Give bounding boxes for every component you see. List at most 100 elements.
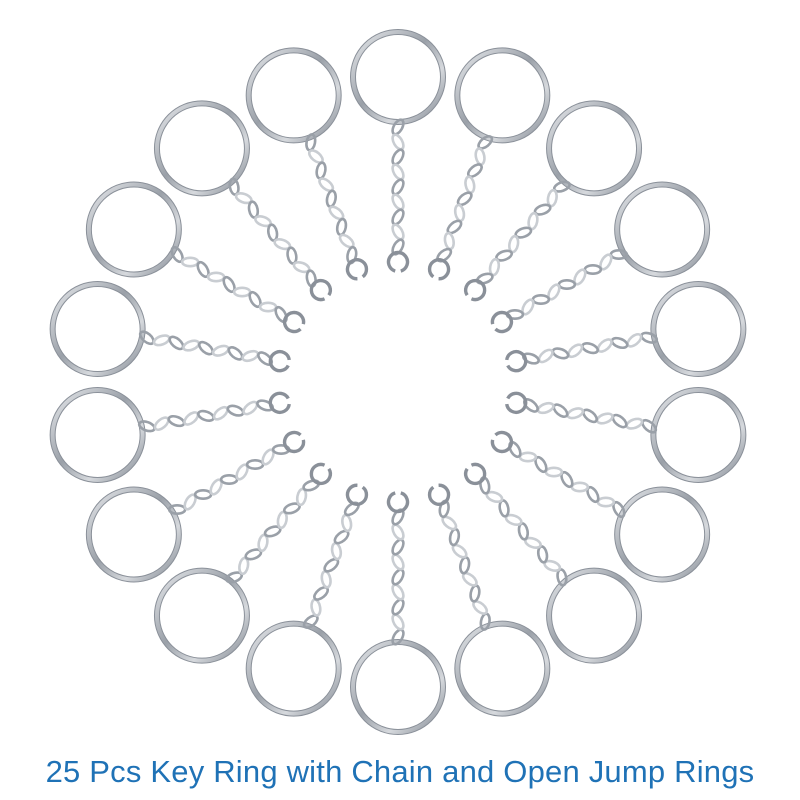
keyring-with-chain: [427, 483, 551, 717]
keyring-with-chain: [350, 29, 446, 273]
open-jump-ring: [463, 462, 487, 486]
keyring-with-chain: [153, 462, 333, 664]
open-jump-ring: [427, 258, 451, 281]
open-jump-ring: [282, 430, 306, 454]
open-jump-ring: [427, 483, 451, 506]
chain-link: [241, 349, 260, 363]
chain-link: [544, 466, 564, 478]
split-ring-highlight: [50, 282, 145, 377]
chain-link: [474, 147, 486, 166]
split-ring-highlight: [351, 640, 445, 734]
chain-link: [391, 523, 405, 541]
keyring-with-chain: [49, 386, 291, 483]
keyring-with-chain: [505, 281, 747, 378]
chain-link: [566, 407, 585, 420]
chain-link: [226, 404, 245, 417]
split-ring-highlight: [246, 621, 341, 716]
split-ring-highlight: [154, 101, 249, 196]
keyring-with-chain: [463, 462, 643, 664]
chain-link: [570, 481, 590, 493]
keyring-with-chain: [153, 100, 333, 302]
chain-link: [325, 189, 337, 208]
chain-link: [211, 344, 230, 357]
chain-link: [595, 412, 614, 425]
chain-link: [581, 342, 599, 355]
split-ring-highlight: [547, 101, 642, 196]
chain-link: [583, 263, 603, 275]
split-ring-highlight: [615, 487, 710, 582]
chain-link: [206, 271, 226, 283]
chain-link: [335, 217, 348, 237]
open-jump-ring: [268, 350, 291, 373]
chain-link: [531, 293, 551, 305]
chain-link: [302, 479, 321, 492]
chain-link: [330, 541, 343, 561]
keyring-with-chain: [490, 181, 711, 334]
chain-link: [391, 613, 405, 631]
chain-link: [475, 272, 494, 285]
open-jump-ring: [386, 491, 410, 514]
keyring-with-chain: [463, 100, 643, 302]
chain-link: [557, 278, 577, 290]
keyring-with-chain: [350, 491, 446, 735]
keyring-group: [49, 29, 747, 735]
chain-link: [152, 334, 171, 347]
chain-link: [443, 231, 455, 251]
split-ring-highlight: [455, 48, 550, 143]
split-ring-highlight: [246, 48, 341, 143]
split-ring-highlight: [455, 621, 550, 716]
chain-link: [610, 336, 629, 350]
chain-link: [320, 570, 332, 589]
chain-link: [391, 538, 405, 556]
open-jump-ring: [490, 310, 514, 334]
chain-link: [315, 161, 327, 180]
open-jump-ring: [386, 250, 410, 273]
chain-link: [596, 496, 616, 508]
keyring-with-chain: [427, 47, 551, 281]
product-caption: 25 Pcs Key Ring with Chain and Open Jump…: [45, 754, 755, 789]
split-ring-highlight: [615, 182, 710, 277]
open-jump-ring: [345, 483, 369, 506]
keyring-with-chain: [490, 430, 711, 583]
open-jump-ring: [268, 391, 291, 414]
chain-link: [391, 208, 405, 226]
chain-link: [391, 598, 405, 616]
chain-link: [551, 347, 570, 360]
chain-link: [518, 451, 538, 463]
split-ring-highlight: [86, 487, 181, 582]
chain-link: [232, 286, 252, 298]
chain-link: [469, 584, 481, 603]
chain-link: [341, 513, 353, 533]
open-jump-ring: [490, 430, 514, 454]
chain-link: [391, 163, 405, 181]
keyring-with-chain: [245, 483, 369, 717]
split-ring-highlight: [547, 568, 642, 663]
chain-link: [391, 568, 405, 586]
split-ring-highlight: [50, 387, 145, 482]
chain-link: [459, 556, 471, 575]
keyring-with-chain: [85, 181, 306, 334]
keyring-with-chain: [85, 430, 306, 583]
open-jump-ring: [505, 350, 528, 373]
chain-link: [310, 598, 322, 617]
split-ring-highlight: [651, 387, 746, 482]
split-ring-highlight: [86, 182, 181, 277]
chain-link: [391, 223, 405, 241]
open-jump-ring: [282, 310, 306, 334]
chain-link: [245, 459, 265, 471]
keyring-with-chain: [245, 47, 369, 281]
chain-link: [453, 203, 466, 223]
open-jump-ring: [309, 462, 333, 486]
chain-link: [391, 193, 405, 211]
chain-link: [197, 409, 215, 422]
chain-link: [193, 489, 213, 501]
chain-link: [391, 148, 405, 166]
open-jump-ring: [309, 278, 333, 302]
chain-link: [182, 339, 201, 352]
chain-link: [625, 417, 644, 430]
chain-link: [391, 553, 405, 571]
chain-link: [391, 178, 405, 196]
open-jump-ring: [463, 278, 487, 302]
chain-link: [180, 256, 200, 268]
